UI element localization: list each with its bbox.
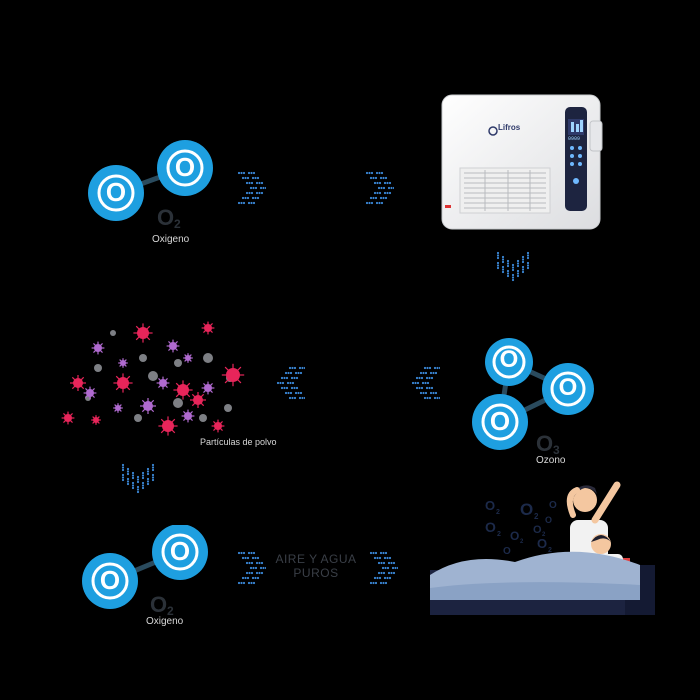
svg-text:O: O	[485, 498, 495, 513]
chevron-left-dotted-icon	[275, 365, 305, 401]
pure-air-water-caption: AIRE Y AGUA PUROS	[262, 552, 370, 580]
dust-label: Partículas de polvo	[200, 437, 277, 447]
formula-subscript: 3	[553, 443, 560, 457]
chevron-right-dotted-icon	[236, 550, 266, 586]
ozone-molecule-icon	[472, 338, 594, 450]
oxygen-molecule-icon	[82, 525, 208, 609]
atom-letter: O	[499, 346, 519, 373]
svg-text:2: 2	[534, 512, 539, 521]
svg-text:O: O	[549, 500, 557, 511]
formula-subscript: 2	[174, 217, 181, 231]
chevron-down-dotted-icon	[120, 462, 156, 502]
chevron-right-dotted-icon	[368, 550, 398, 586]
atom-letter: O	[169, 536, 191, 566]
svg-text:O: O	[520, 500, 533, 519]
svg-text:2: 2	[542, 532, 546, 538]
chevron-left-dotted-icon	[410, 365, 440, 401]
chevron-right-dotted-icon	[364, 170, 394, 206]
chevron-right-dotted-icon	[236, 170, 266, 206]
atom-letter: O	[105, 177, 127, 207]
device-display: 0909	[568, 136, 581, 142]
device-brand: Lifros	[498, 123, 521, 132]
formula-subscript: 2	[167, 604, 174, 618]
atom-letter: O	[489, 406, 511, 436]
ozone-molecule: O O O O 3	[462, 338, 602, 468]
oxygen-label-bottom: Oxigeno	[146, 616, 184, 627]
chevron-down-dotted-icon	[495, 250, 531, 290]
svg-text:2: 2	[520, 539, 524, 545]
oxygen-molecule-icon	[88, 140, 213, 221]
caption-line-1: AIRE Y AGUA	[275, 552, 357, 566]
svg-text:O: O	[510, 529, 519, 543]
formula-letter: O	[157, 205, 175, 230]
oxygen-label-top: Oxigeno	[152, 234, 190, 245]
formula-letter: O	[536, 431, 554, 456]
atom-letter: O	[99, 565, 121, 595]
oxygen-molecule-bottom: O O O 2	[80, 525, 220, 645]
svg-text:O: O	[537, 536, 547, 551]
svg-text:2: 2	[497, 531, 501, 538]
caption-line-2: PUROS	[293, 566, 339, 580]
svg-text:O: O	[545, 515, 552, 525]
oxygen-molecule-top: O O O 2	[80, 135, 220, 255]
svg-text:O: O	[533, 524, 542, 536]
air-purifier-icon: Lifros 0909	[440, 93, 605, 233]
svg-text:O: O	[485, 519, 496, 535]
dust-particles-icon	[58, 318, 258, 448]
svg-text:2: 2	[548, 547, 552, 554]
svg-text:2: 2	[496, 509, 500, 516]
formula-letter: O	[150, 592, 168, 617]
svg-text:O: O	[503, 546, 511, 557]
ozone-label: Ozono	[536, 455, 566, 466]
atom-letter: O	[558, 374, 578, 401]
atom-letter: O	[174, 152, 196, 182]
